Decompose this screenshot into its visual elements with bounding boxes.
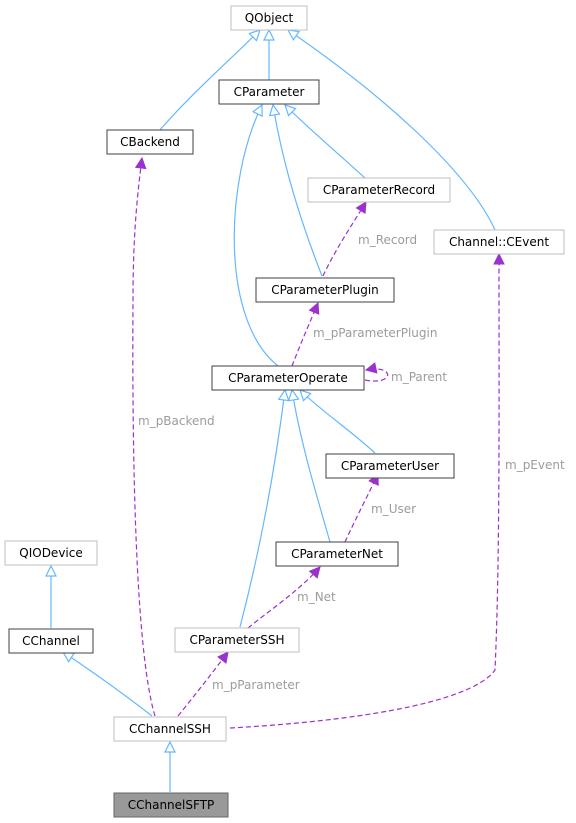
node-cparameterplugin[interactable]: CParameterPlugin bbox=[255, 277, 395, 303]
node-qobject[interactable]: QObject bbox=[230, 5, 308, 31]
edge-m-pbackend bbox=[132, 158, 156, 717]
node-qiodevice-label: QIODevice bbox=[19, 546, 82, 560]
nodes: QObject CParameter CBackend CParameterRe… bbox=[4, 5, 565, 818]
node-cparameternet-label: CParameterNet bbox=[291, 547, 383, 561]
node-cparameteroperate[interactable]: CParameterOperate bbox=[211, 365, 365, 391]
edge-m-user bbox=[344, 474, 378, 543]
inheritance-edges bbox=[51, 30, 496, 792]
edge-cparameteruser-to-cparameteroperate bbox=[300, 390, 376, 454]
node-cbackend[interactable]: CBackend bbox=[106, 129, 194, 155]
node-cparameter[interactable]: CParameter bbox=[218, 79, 320, 105]
edge-label-m-pparameterplugin: m_pParameterPlugin bbox=[313, 326, 437, 340]
node-cparameteruser-label: CParameterUser bbox=[341, 459, 439, 473]
node-cchannel[interactable]: CChannel bbox=[8, 628, 94, 654]
node-cparameterssh[interactable]: CParameterSSH bbox=[174, 627, 300, 653]
edge-cparameteroperate-to-cparameter bbox=[233, 105, 279, 367]
edge-label-m-record: m_Record bbox=[358, 233, 417, 247]
node-cparameteruser[interactable]: CParameterUser bbox=[325, 453, 455, 479]
node-qobject-label: QObject bbox=[245, 11, 294, 25]
edge-m-pparameterplugin bbox=[291, 303, 318, 367]
node-cparameterrecord-label: CParameterRecord bbox=[323, 183, 435, 197]
edge-channel-cevent-to-qobject bbox=[288, 30, 496, 231]
edge-label-m-user: m_User bbox=[371, 502, 416, 516]
edge-m-net bbox=[247, 567, 320, 629]
edge-label-m-pbackend: m_pBackend bbox=[138, 414, 215, 428]
node-cparameterssh-label: CParameterSSH bbox=[189, 633, 284, 647]
edge-cparameterssh-to-cparameteroperate bbox=[239, 390, 285, 628]
edge-labels: m_Record m_pParameterPlugin m_Parent m_p… bbox=[138, 233, 565, 692]
edge-cbackend-to-qobject bbox=[159, 30, 260, 131]
node-cchannelssh-label: CChannelSSH bbox=[129, 722, 211, 736]
node-qiodevice[interactable]: QIODevice bbox=[4, 540, 98, 566]
edge-label-m-parent: m_Parent bbox=[391, 370, 447, 384]
node-cparameternet[interactable]: CParameterNet bbox=[275, 541, 399, 567]
node-cparameter-label: CParameter bbox=[234, 85, 305, 99]
node-channel-cevent-label: Channel::CEvent bbox=[449, 235, 549, 249]
edge-cparameternet-to-cparameteroperate bbox=[292, 390, 331, 543]
edge-label-m-pevent: m_pEvent bbox=[505, 458, 565, 472]
edge-label-m-net: m_Net bbox=[297, 590, 336, 604]
usage-edges bbox=[132, 158, 499, 729]
node-cchannelssh[interactable]: CChannelSSH bbox=[113, 716, 227, 742]
node-channel-cevent[interactable]: Channel::CEvent bbox=[433, 229, 565, 255]
node-cparameterrecord[interactable]: CParameterRecord bbox=[307, 177, 451, 203]
node-cparameterplugin-label: CParameterPlugin bbox=[271, 283, 379, 297]
edge-cchannelssh-to-cchannel bbox=[63, 652, 153, 717]
node-cchannelsftp[interactable]: CChannelSFTP bbox=[113, 792, 229, 818]
edge-m-pparameter bbox=[177, 652, 228, 717]
edge-cparameterplugin-to-cparameter bbox=[273, 105, 323, 277]
node-cbackend-label: CBackend bbox=[120, 135, 180, 149]
node-cchannel-label: CChannel bbox=[22, 634, 80, 648]
edge-cparameterrecord-to-cparameter bbox=[285, 105, 366, 179]
edge-m-parent bbox=[364, 369, 389, 382]
edge-m-record bbox=[322, 202, 366, 277]
edge-label-m-pparameter: m_pParameter bbox=[212, 678, 300, 692]
node-cchannelsftp-label: CChannelSFTP bbox=[128, 798, 215, 812]
node-cparameteroperate-label: CParameterOperate bbox=[228, 371, 348, 385]
edge-m-pevent bbox=[229, 254, 499, 729]
